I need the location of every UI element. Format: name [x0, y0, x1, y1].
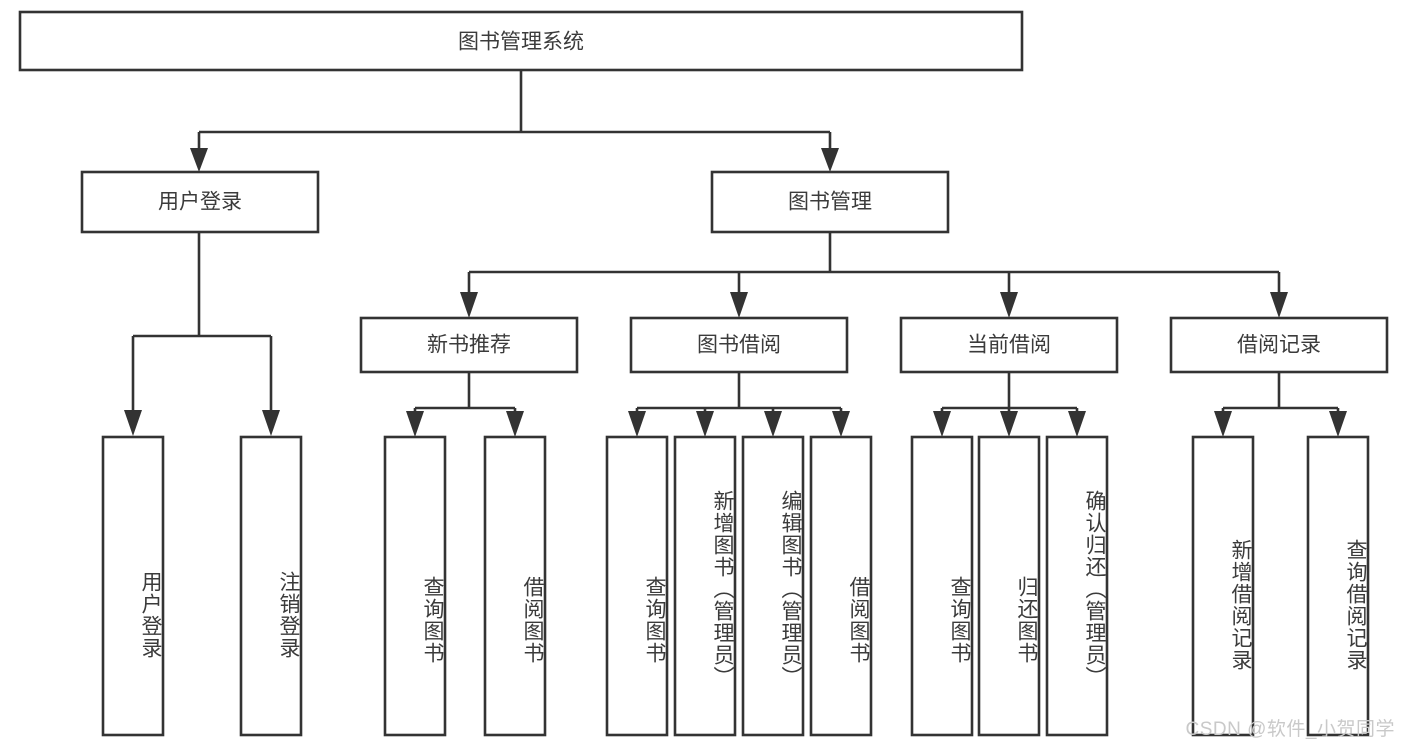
arrowhead-current-leaf-2 — [1000, 411, 1018, 437]
arrowhead-current-leaf-1 — [933, 411, 951, 437]
leaf-box-current-0[interactable] — [910, 435, 974, 737]
leaf-box-record-1[interactable] — [1306, 435, 1370, 737]
arrowhead-recommend-leaf-1 — [406, 411, 424, 437]
node-user-login-label: 用户登录 — [158, 191, 242, 214]
arrowhead-borrow-leaf-1 — [628, 411, 646, 437]
arrowhead-leaf-user-login — [124, 410, 142, 436]
watermark-text: CSDN @软件_小贺同学 — [1185, 719, 1395, 740]
arrowhead-record-leaf-1 — [1214, 411, 1232, 437]
arrowhead-record-leaf-2 — [1329, 411, 1347, 437]
arrowhead-new-book-recommend — [460, 292, 478, 318]
node-new-book-recommend-label: 新书推荐 — [427, 334, 511, 357]
arrowhead-book-borrow — [730, 292, 748, 318]
arrowhead-current-borrow — [1000, 292, 1018, 318]
arrowhead-borrow-leaf-2 — [696, 411, 714, 437]
leaf-box-current-1[interactable] — [977, 435, 1041, 737]
leaf-box-recommend-1[interactable] — [483, 435, 547, 737]
arrowhead-borrow-leaf-3 — [764, 411, 782, 437]
leaf-box-user-login-0[interactable] — [101, 435, 165, 737]
node-book-management-box[interactable] — [710, 170, 950, 234]
node-root-label: 图书管理系统 — [458, 31, 584, 54]
leaf-box-record-0[interactable] — [1191, 435, 1255, 737]
arrowhead-userlogin — [190, 148, 208, 172]
node-layer — [18, 10, 1389, 737]
arrowhead-leaf-logout — [262, 410, 280, 436]
leaf-box-recommend-0[interactable] — [383, 435, 447, 737]
arrowhead-borrow-leaf-4 — [832, 411, 850, 437]
leaf-box-borrow-0[interactable] — [605, 435, 669, 737]
arrowhead-current-leaf-3 — [1068, 411, 1086, 437]
node-user-login-box[interactable] — [80, 170, 320, 234]
leaf-box-borrow-1[interactable] — [673, 435, 737, 737]
node-current-borrow-label: 当前借阅 — [967, 334, 1051, 357]
arrowhead-borrow-record — [1270, 292, 1288, 318]
node-borrow-record-box[interactable] — [1169, 316, 1389, 374]
node-book-borrow-box[interactable] — [629, 316, 849, 374]
node-new-book-recommend-box[interactable] — [359, 316, 579, 374]
leaf-box-user-login-1[interactable] — [239, 435, 303, 737]
label-layer: 图书管理系统 用户登录 图书管理 新书推荐 图书借阅 当前借阅 借阅记录 — [158, 31, 1321, 357]
arrowhead-recommend-leaf-2 — [506, 411, 524, 437]
node-root-box[interactable] — [18, 10, 1024, 72]
node-book-borrow-label: 图书借阅 — [697, 334, 781, 357]
leaf-box-borrow-3[interactable] — [809, 435, 873, 737]
leaf-box-borrow-2[interactable] — [741, 435, 805, 737]
leaf-box-current-2[interactable] — [1045, 435, 1109, 737]
node-book-management-label: 图书管理 — [788, 191, 872, 214]
node-current-borrow-box[interactable] — [899, 316, 1119, 374]
node-borrow-record-label: 借阅记录 — [1237, 334, 1321, 357]
connector-layer — [124, 70, 1347, 437]
arrowhead-bookmgmt — [821, 148, 839, 172]
